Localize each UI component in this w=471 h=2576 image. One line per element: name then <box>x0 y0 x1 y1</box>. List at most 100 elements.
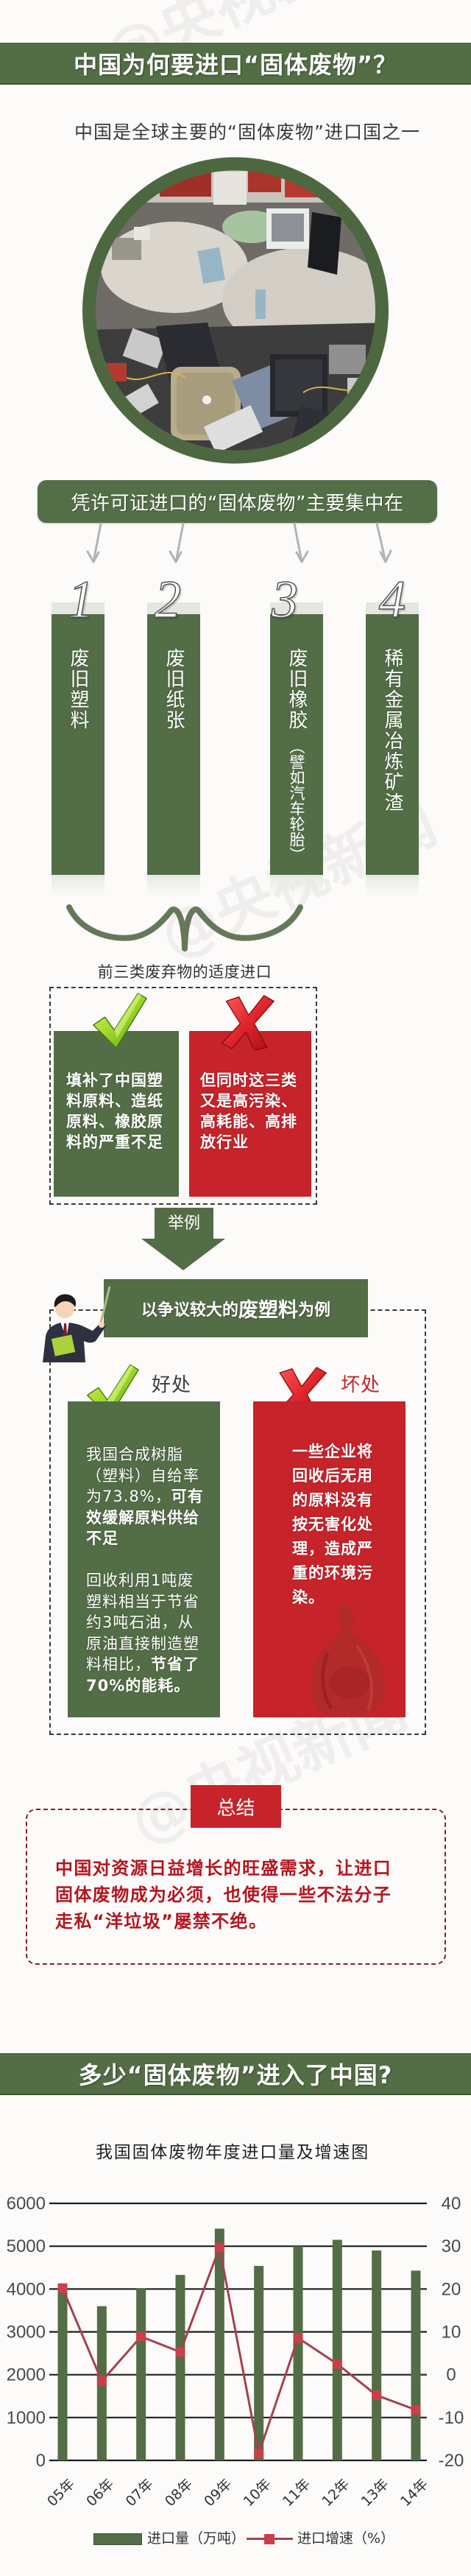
bar-import-volume <box>254 2265 264 2460</box>
summary-line: 固体废物成为必须，也使得一些不法分子 <box>55 1885 392 1905</box>
pros-panel: 我国合成树脂 （塑料）自给率 为73.8%，可有 效缓解原料供给 不足 回收利用… <box>68 1401 220 1717</box>
banner-emphasis: 废塑料 <box>238 1299 298 1322</box>
category-note: （譬如汽车轮胎） <box>288 739 305 862</box>
category-number: 2 <box>154 570 182 629</box>
category-number: 1 <box>67 570 95 629</box>
line-emphasis: 可有 <box>171 1488 204 1505</box>
panel-text-line: 约3吨石油，从 <box>86 1612 204 1633</box>
x-axis-tick: 08年 <box>162 2476 196 2510</box>
panel-text-line <box>86 1549 204 1571</box>
card-body: 稀有金属冶炼矿渣 <box>366 614 419 875</box>
card-top-strip <box>270 602 323 614</box>
cons-panel: 一些企业将 回收后无用 的原料没有 按无害化处 理，造成严 重的环境污 染。 <box>253 1401 406 1717</box>
bar-import-volume <box>372 2250 382 2460</box>
line-text: 原油直接制造塑 <box>86 1634 199 1653</box>
category-label: 废旧纸张 <box>163 648 185 731</box>
panel-text-line: 理，造成严 <box>292 1540 373 1558</box>
card-reflection <box>147 875 200 897</box>
line-text: 塑料相当于节省 <box>86 1592 199 1611</box>
panel-text-line: 料相比，节省了 <box>86 1654 204 1675</box>
summary-line: 走私“洋垃圾”屡禁不绝。 <box>55 1911 268 1932</box>
line-text: 料相比， <box>86 1655 151 1673</box>
line-emphasis: 不足 <box>86 1530 118 1547</box>
growth-rate-marker <box>175 2347 185 2357</box>
x-axis-tick: 13年 <box>358 2476 392 2510</box>
line-text: 约3吨石油，从 <box>86 1613 194 1631</box>
bar-import-volume <box>214 2228 224 2460</box>
y-axis-right-tick: -10 <box>439 2408 464 2428</box>
category-label: 稀有金属冶炼矿渣 <box>381 648 403 813</box>
section-2-title: 多少“固体废物”进入了中国? <box>78 2061 393 2089</box>
category-card-paper: 废旧纸张 2 <box>147 572 200 897</box>
check-icon <box>92 992 148 1049</box>
card-top-strip <box>147 602 200 614</box>
bar-import-volume <box>332 2239 342 2460</box>
plastic-example-banner: 以争议较大的 废塑料 为例 <box>104 1279 368 1337</box>
legend-label-growth: 进口增速（%） <box>297 2530 395 2547</box>
bar-import-volume <box>175 2275 185 2460</box>
category-card-plastic: 废旧塑料 1 <box>52 572 105 897</box>
section-1-subtitle: 中国是全球主要的“固体废物”进口国之一 <box>74 122 420 143</box>
section-1-title-bar: 中国为何要进口“固体废物”？ <box>0 43 471 85</box>
growth-rate-marker <box>214 2242 224 2253</box>
panel-text-line: 为73.8%，可有 <box>86 1486 204 1507</box>
panel-text-line: 我国合成树脂 <box>86 1444 204 1465</box>
panel-text-line: 的原料没有 <box>292 1491 373 1509</box>
panel-text-line: 原料、橡胶原 <box>66 1113 163 1130</box>
bar-import-volume <box>57 2283 68 2460</box>
panel-text-line: 放行业 <box>200 1133 249 1151</box>
cross-icon <box>221 994 275 1050</box>
y-axis-left-tick: 3000 <box>7 2323 46 2343</box>
panel-text-line: 回收利用1吨废 <box>86 1570 204 1591</box>
panel-text-line: 原油直接制造塑 <box>86 1633 204 1655</box>
panel-text-line: 重的环境污 <box>292 1564 373 1582</box>
panel-text-line: 又是高污染、 <box>200 1092 297 1110</box>
panel-text-line: 但同时这三类 <box>200 1071 297 1089</box>
y-axis-right-tick: 30 <box>442 2237 461 2256</box>
x-axis-tick: 11年 <box>280 2476 314 2510</box>
panel-text-line: 染。 <box>292 1588 325 1606</box>
import-categories-banner-text: 凭许可证进口的“固体废物”主要集中在 <box>71 492 404 515</box>
category-card-rubber: 废旧橡胶 （譬如汽车轮胎） 3 <box>270 572 323 897</box>
growth-rate-marker <box>372 2390 382 2401</box>
line-emphasis: 效缓解原料供给 <box>86 1508 199 1527</box>
positive-effect-panel: 填补了中国塑 料原料、造纸 原料、橡胶原 料的严重不足 <box>54 1031 179 1197</box>
cons-label: 坏处 <box>341 1374 381 1396</box>
bar-import-volume <box>136 2288 146 2460</box>
x-axis-tick: 10年 <box>241 2476 275 2510</box>
example-arrow: 举例 <box>155 1208 213 1239</box>
card-body: 废旧纸张 <box>147 614 200 875</box>
y-axis-left-tick: 6000 <box>7 2194 46 2214</box>
legend-bar-swatch-icon <box>93 2533 142 2545</box>
x-axis-tick: 05年 <box>44 2476 78 2510</box>
panel-text-line: 70%的能耗。 <box>86 1675 204 1697</box>
category-card-slag: 稀有金属冶炼矿渣 4 <box>366 572 419 897</box>
card-top-strip <box>366 602 419 614</box>
x-axis-tick: 12年 <box>319 2476 353 2510</box>
line-emphasis: 70%的能耗。 <box>86 1676 191 1695</box>
card-reflection <box>366 875 419 897</box>
card-body: 废旧橡胶 （譬如汽车轮胎） <box>270 614 323 875</box>
line-text: 为73.8%， <box>86 1488 171 1505</box>
line-text: （塑料）自给率 <box>86 1466 199 1485</box>
banner-suffix: 为例 <box>298 1301 331 1320</box>
legend-marker-swatch-icon <box>264 2534 275 2544</box>
y-axis-left-tick: 1000 <box>7 2408 46 2428</box>
card-top-strip <box>52 602 105 614</box>
y-axis-right-tick: 10 <box>442 2323 461 2343</box>
negative-effect-panel: 但同时这三类 又是高污染、 高耗能、高排 放行业 <box>189 1031 311 1197</box>
category-number: 4 <box>378 570 406 629</box>
x-axis-tick: 09年 <box>201 2476 235 2510</box>
import-categories-banner: 凭许可证进口的“固体废物”主要集中在 <box>38 480 437 523</box>
bar-import-volume <box>293 2246 303 2460</box>
summary-line: 中国对资源日益增长的旺盛需求，让进口 <box>55 1858 392 1879</box>
panel-text-line: 回收后无用 <box>292 1467 373 1485</box>
line-text: 回收利用1吨废 <box>86 1572 194 1589</box>
down-arrow-icons <box>86 522 392 563</box>
growth-rate-marker <box>411 2404 421 2415</box>
summary-tab: 总结 <box>191 1785 281 1828</box>
line-emphasis: 节省了 <box>151 1655 199 1673</box>
panel-text-line: 一些企业将 <box>292 1443 373 1460</box>
